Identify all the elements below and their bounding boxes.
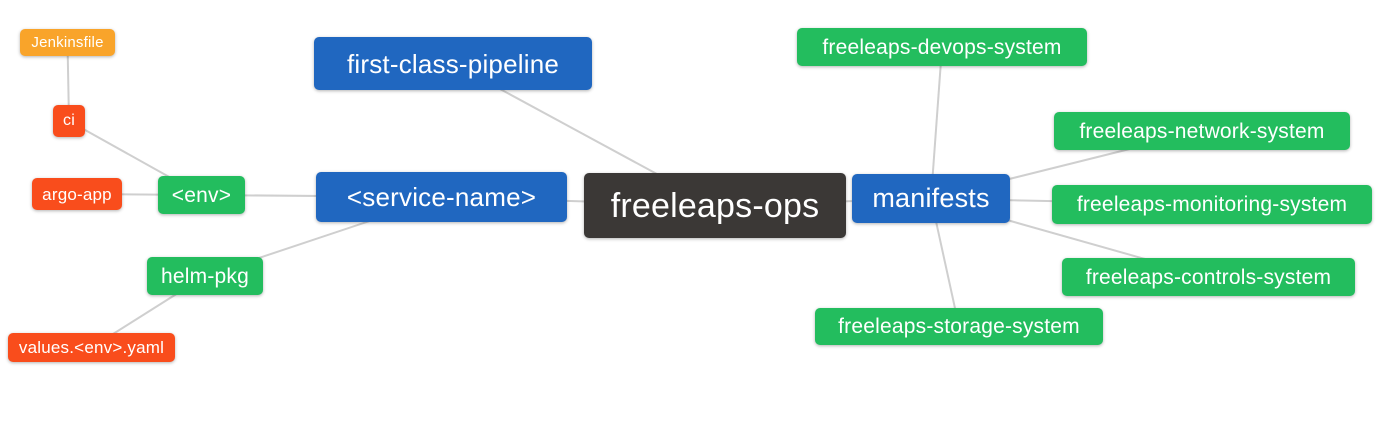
node-network-system[interactable]: freeleaps-network-system xyxy=(1054,112,1350,150)
node-monitoring-system[interactable]: freeleaps-monitoring-system xyxy=(1052,185,1372,224)
node-ci[interactable]: ci xyxy=(53,105,85,137)
node-values-env-yaml[interactable]: values.<env>.yaml xyxy=(8,333,175,362)
node-storage-system[interactable]: freeleaps-storage-system xyxy=(815,308,1103,345)
node-first-class-pipeline[interactable]: first-class-pipeline xyxy=(314,37,592,90)
node-controls-system[interactable]: freeleaps-controls-system xyxy=(1062,258,1355,296)
node-jenkinsfile[interactable]: Jenkinsfile xyxy=(20,29,115,56)
node-manifests[interactable]: manifests xyxy=(852,174,1010,223)
node-argo-app[interactable]: argo-app xyxy=(32,178,122,210)
node-env[interactable]: <env> xyxy=(158,176,245,214)
node-helm-pkg[interactable]: helm-pkg xyxy=(147,257,263,295)
node-freeleaps-ops[interactable]: freeleaps-ops xyxy=(584,173,846,238)
node-service-name[interactable]: <service-name> xyxy=(316,172,567,222)
node-devops-system[interactable]: freeleaps-devops-system xyxy=(797,28,1087,66)
